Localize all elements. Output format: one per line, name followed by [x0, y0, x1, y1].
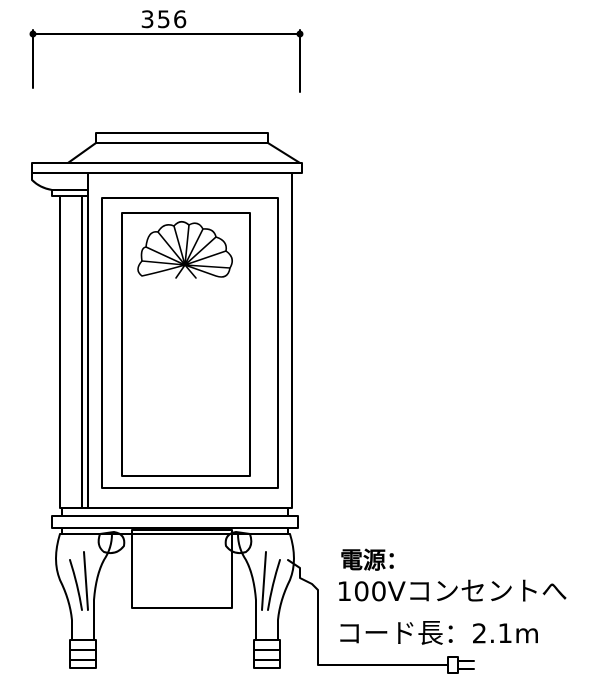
plug-icon — [447, 656, 475, 674]
width-dimension-line — [29, 29, 304, 93]
under-box — [131, 529, 233, 609]
cord-length-note: コード長：2.1m — [336, 619, 541, 650]
main-body — [87, 172, 293, 509]
fan-ornament — [137, 220, 234, 279]
width-dimension-label: 356 — [140, 6, 189, 34]
left-leg — [55, 531, 126, 669]
right-leg — [224, 531, 295, 669]
power-cord — [287, 559, 449, 666]
side-column — [59, 172, 89, 509]
power-source-title: 電源： — [340, 548, 409, 574]
power-outlet-note: 100Vコンセントへ — [336, 577, 569, 608]
top-cap — [31, 132, 303, 197]
